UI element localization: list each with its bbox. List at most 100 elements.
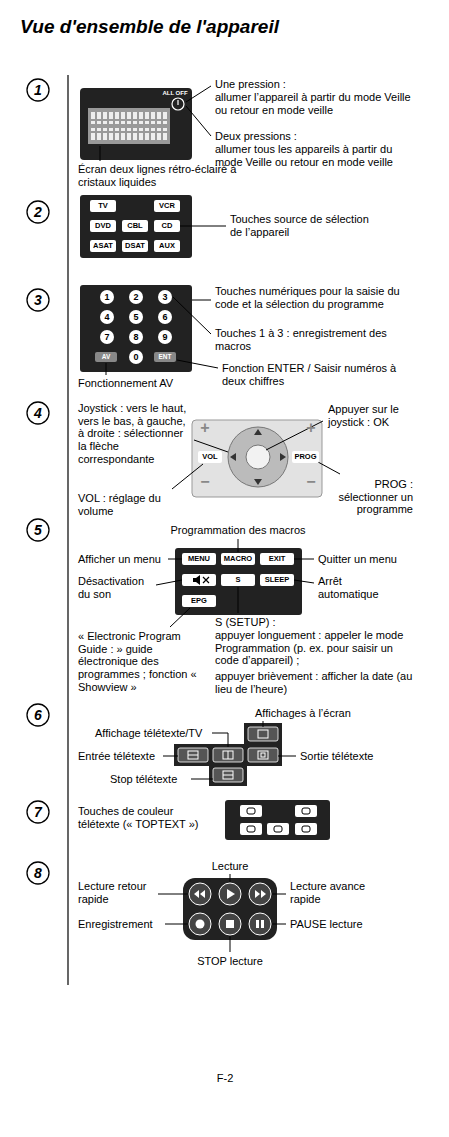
label-text: Stop télétexte (110, 773, 190, 786)
round-key: 4 (100, 310, 114, 324)
key-label: DVD (95, 222, 111, 230)
label-text: Arrêt automatique (318, 575, 398, 600)
key-label: AUX (159, 242, 175, 250)
label-text: Lecture (200, 860, 260, 873)
key-label: EPG (191, 597, 207, 605)
key-label: CBL (127, 222, 142, 230)
label-text: Afficher un menu (78, 553, 168, 566)
label-text: Sortie télétexte (300, 750, 410, 763)
key-label: MENU (188, 555, 210, 563)
label-text: Touches source de sélection de l’apparei… (230, 213, 380, 238)
round-key: 6 (158, 310, 172, 324)
label-text: allumer l’appareil à partir du mode Veil… (215, 91, 415, 116)
key-label: 1 (104, 293, 109, 302)
round-key: 2 (129, 290, 143, 304)
callout-number: 2 (27, 203, 49, 221)
label-text: F-2 (200, 1072, 250, 1085)
label-text: Deux pressions : (215, 130, 430, 143)
label-text: Appuyer sur le joystick : OK (328, 403, 408, 428)
key-label: SLEEP (265, 576, 290, 584)
key-label: ENT (159, 354, 172, 361)
key-label: 0 (133, 353, 138, 362)
key-label: VOL (202, 453, 217, 461)
callout-number: 7 (27, 803, 49, 821)
label-text: Touches numériques pour la saisie du cod… (215, 285, 415, 310)
key-label: 3 (162, 293, 167, 302)
label-text: appuyer brièvement : afficher la date (a… (215, 670, 415, 695)
key-label: DSAT (125, 242, 145, 250)
key-label: AV (102, 354, 111, 361)
remote-key: VOL (198, 451, 222, 463)
label-text: Écran deux lignes rétro-éclairé à crista… (78, 163, 248, 188)
round-key: 1 (100, 290, 114, 304)
remote-key: TV (90, 200, 116, 212)
remote-key: ENT (154, 352, 176, 362)
remote-key: EXIT (260, 553, 294, 565)
label-text: PAUSE lecture (290, 918, 370, 931)
remote-key: AUX (154, 240, 180, 252)
label-text: Joystick : vers le haut, vers le bas, à … (78, 402, 190, 465)
callout-number: 6 (27, 706, 49, 724)
key-label: 6 (162, 313, 167, 322)
label-text: PROG : sélectionner un programme (328, 478, 413, 516)
label-text: Enregistrement (78, 918, 168, 931)
key-label: PROG (294, 453, 316, 461)
key-label: 7 (104, 333, 109, 342)
callout-number: 4 (27, 404, 49, 422)
remote-key: CD (154, 220, 180, 232)
remote-key: DVD (90, 220, 116, 232)
round-key: 5 (129, 310, 143, 324)
remote-key: MENU (182, 553, 216, 565)
label-text: VOL : réglage du volume (78, 492, 190, 517)
remote-key: DSAT (122, 240, 148, 252)
label-text: ALL OFF (160, 90, 190, 96)
label-text: Quitter un menu (318, 553, 428, 566)
page-title: Vue d'ensemble de l'appareil (20, 16, 279, 38)
callout-number: 8 (27, 864, 49, 882)
round-key: 0 (129, 350, 143, 364)
label-text: Affichages à l’écran (255, 707, 405, 720)
label-text: Programmation des macros (150, 524, 326, 537)
remote-key: VCR (154, 200, 180, 212)
key-label: S (235, 576, 240, 584)
remote-key: CBL (122, 220, 148, 232)
key-label: MACRO (224, 555, 252, 563)
key-label: 5 (133, 313, 138, 322)
remote-key: MACRO (221, 553, 255, 565)
label-text: Lecture retour rapide (78, 880, 163, 905)
label-text: appuyer longuement : appeler le mode Pro… (215, 629, 415, 667)
remote-key: EPG (182, 595, 216, 607)
key-label: 8 (133, 333, 138, 342)
label-text: Touches 1 à 3 : enregistrement des macro… (215, 327, 415, 352)
key-label: TV (98, 202, 108, 210)
round-key: 9 (158, 330, 172, 344)
key-label: 4 (104, 313, 109, 322)
label-text: Touches de couleur télétexte (« TOPTEXT … (78, 805, 218, 830)
sign-label: + (303, 420, 319, 436)
remote-key: ASAT (90, 240, 116, 252)
key-label: 9 (162, 333, 167, 342)
remote-key: SLEEP (260, 574, 294, 586)
label-text: Désactivation du son (78, 575, 158, 600)
label-text: allumer tous les appareils à partir du m… (215, 143, 415, 168)
round-key: 3 (158, 290, 172, 304)
key-label: EXIT (269, 555, 286, 563)
label-text: Fonction ENTER / Saisir numéros à deux c… (222, 362, 422, 387)
key-label: CD (162, 222, 173, 230)
sign-label: + (197, 420, 213, 436)
sign-label: − (197, 474, 213, 490)
callout-number: 1 (27, 81, 49, 99)
label-text: Fonctionnement AV (78, 377, 208, 390)
label-text: S (SETUP) : (215, 616, 415, 629)
key-label: 2 (133, 293, 138, 302)
label-text: Une pression : (215, 78, 430, 91)
callout-number: 3 (27, 291, 49, 309)
label-text: Affichage télétexte/TV (95, 727, 213, 740)
sign-label: − (303, 474, 319, 490)
remote-key: AV (95, 352, 117, 362)
key-label: VCR (159, 202, 175, 210)
label-text: STOP lecture (190, 955, 270, 968)
label-text: « Electronic Program Guide : » guide éle… (78, 630, 206, 693)
key-label: ASAT (93, 242, 113, 250)
callout-number: 5 (27, 521, 49, 539)
